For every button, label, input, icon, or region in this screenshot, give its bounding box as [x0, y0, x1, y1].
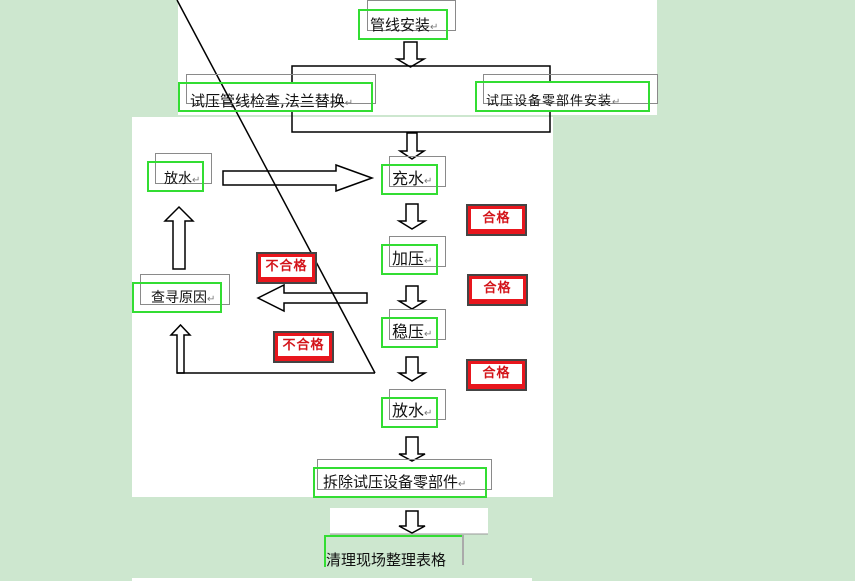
step-frame [389, 309, 446, 340]
step-frame [155, 153, 212, 184]
step-highlight [381, 164, 438, 195]
badge-pass: 合格 [466, 204, 527, 236]
step-fill-water: 充水↵ [392, 169, 433, 188]
arrow-left [256, 283, 368, 313]
step-find-cause: 查寻原因↵ [151, 290, 216, 306]
step-frame [389, 156, 446, 187]
arrow-down-4 [396, 285, 428, 310]
bracket-bottom [291, 110, 551, 133]
step-remove-equipment: 拆除试压设备零部件↵ [323, 473, 467, 491]
arrow-down-1 [394, 41, 427, 68]
step-highlight [178, 82, 373, 112]
step-highlight [381, 244, 438, 275]
badge-fail: 不合格 [256, 252, 317, 284]
step-drain-water: 放水↵ [392, 401, 433, 420]
arrow-down-2 [397, 132, 427, 160]
step-highlight [324, 535, 464, 567]
step-frame [389, 236, 446, 267]
step-pressurize: 加压↵ [392, 249, 433, 268]
step-pipeline-install: 管线安装↵ [370, 16, 439, 34]
step-frame [317, 459, 492, 490]
arrow-down-3 [396, 203, 428, 230]
step-pressure-test-check: 试压管线检查,法兰替换↵ [190, 92, 354, 110]
arrow-down-5 [396, 356, 428, 382]
arrow-down-6 [398, 436, 426, 462]
step-drain-water-left: 放水↵ [164, 171, 201, 187]
step-cleanup: 清理现场整理表格 [326, 551, 447, 569]
step-highlight [313, 467, 487, 498]
step-frame [389, 389, 446, 420]
step-frame [186, 74, 376, 104]
step-stabilize: 稳压↵ [392, 322, 433, 341]
arrow-down-7 [398, 510, 426, 534]
step-highlight [358, 9, 448, 40]
step-frame [140, 274, 230, 305]
step-equipment-install: 试压设备零部件安装↵ [486, 94, 622, 109]
return-line [176, 0, 376, 374]
arrow-right [222, 163, 375, 193]
step-highlight [381, 317, 438, 348]
badge-fail: 不合格 [273, 331, 334, 363]
page-region-bottom [132, 578, 532, 581]
arrow-up-1 [163, 205, 195, 270]
step-frame [462, 535, 464, 565]
arrow-up-2 [169, 323, 192, 374]
badge-pass: 合格 [467, 274, 528, 306]
step-highlight [132, 282, 222, 313]
badge-pass: 合格 [466, 359, 527, 391]
step-highlight [147, 161, 204, 192]
step-highlight [381, 397, 438, 428]
step-highlight [475, 81, 650, 112]
step-frame [367, 0, 456, 31]
step-frame [483, 74, 658, 104]
